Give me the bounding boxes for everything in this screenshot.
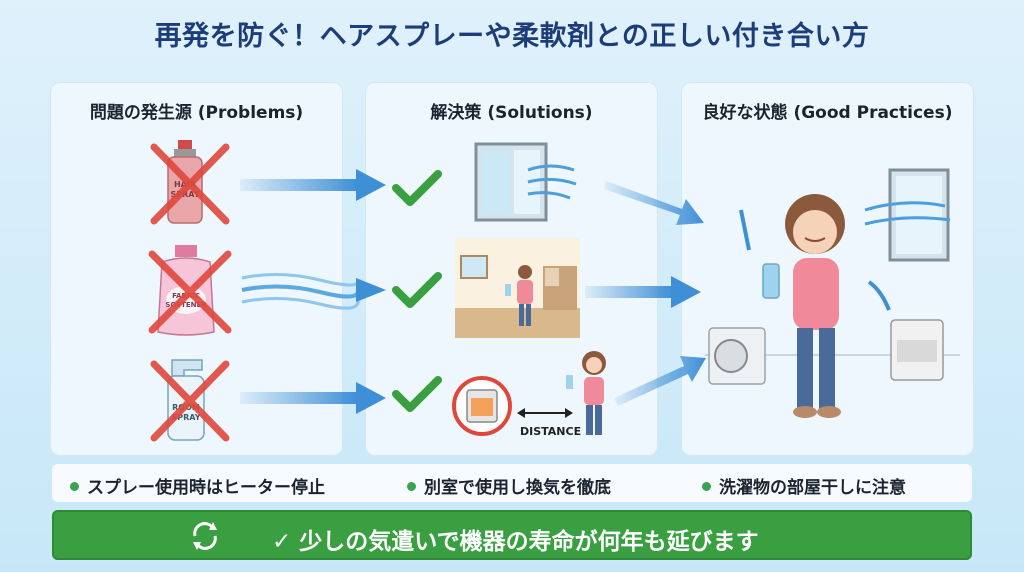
bullet-dot-icon [407, 481, 416, 491]
banner-text: ✓ 少しの気遣いで機器の寿命が何年も延びます [272, 529, 759, 555]
summary-banner: ✓ 少しの気遣いで機器の寿命が何年も延びます [52, 510, 972, 560]
good-practices-scene [705, 168, 960, 418]
room-spray-crossed-icon: ROOM SPRAY [150, 359, 230, 442]
arrow-right-icon [240, 382, 386, 414]
wind-arrow-icon [241, 272, 386, 310]
arrow-diagonal-icon [614, 356, 706, 406]
checkmark-icon [392, 376, 442, 412]
tip-item: スプレー使用時はヒーター停止 [70, 473, 325, 498]
page-title: 再発を防ぐ！ヘアスプレーや柔軟剤との正しい付き合い方 [154, 21, 870, 52]
open-window-icon [474, 142, 577, 222]
hair-spray-label-line2: SPRAY [170, 190, 199, 199]
bullet-dot-icon [702, 481, 711, 491]
tip-text: 別室で使用し換気を徹底 [424, 478, 611, 498]
bullet-dot-icon [70, 481, 79, 491]
distance-arrow-icon [517, 408, 573, 418]
hair-spray-crossed-icon: HAIR SPRAY [150, 140, 230, 225]
fabric-softener-crossed-icon: FABRIC SOFTENER [148, 245, 232, 336]
checkmark-icon [392, 272, 442, 308]
tip-text: スプレー使用時はヒーター停止 [87, 478, 325, 498]
arrow-diagonal-icon [604, 181, 704, 225]
woman-spraying-figure [566, 351, 606, 435]
tips-bar: スプレー使用時はヒーター停止 別室で使用し換気を徹底 洗濯物の部屋干しに注意 [52, 464, 972, 502]
solutions-panel-title: 解決策 (Solutions) [430, 103, 593, 123]
arrow-right-icon [240, 169, 386, 201]
distance-label: DISTANCE [520, 425, 582, 438]
heater-circle-icon [452, 376, 512, 436]
arrow-right-icon [585, 276, 701, 308]
refresh-cycle-icon [193, 522, 217, 550]
separate-room-scene [455, 238, 580, 338]
tip-text: 洗濯物の部屋干しに注意 [719, 478, 906, 498]
checkmark-icon [392, 170, 442, 206]
tip-item: 洗濯物の部屋干しに注意 [702, 473, 906, 498]
room-spray-label-line2: SPRAY [171, 413, 200, 422]
softener-label-line2: SOFTENER [165, 301, 207, 309]
tip-item: 別室で使用し換気を徹底 [407, 473, 611, 498]
problems-panel-title: 問題の発生源 (Problems) [89, 103, 304, 123]
good-practices-panel-title: 良好な状態 (Good Practices) [702, 103, 953, 123]
